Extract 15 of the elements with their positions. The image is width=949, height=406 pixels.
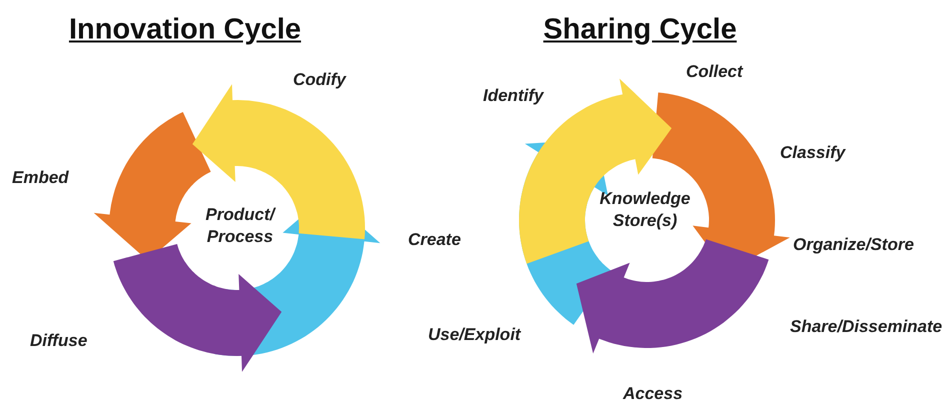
step-label: Create [408,230,461,250]
step-label: Diffuse [30,331,88,351]
step-label: Organize/Store [793,235,914,255]
step-label: Classify [780,143,846,163]
center-label: Knowledge Store(s) [590,188,700,232]
step-label: Collect [686,62,743,82]
cycle-title: Innovation Cycle [68,14,302,46]
step-label: Codify [293,70,346,90]
step-label: Identify [483,86,544,106]
step-label: Access [623,384,683,404]
center-label: Product/ Process [185,204,295,248]
step-label: Use/Exploit [428,325,521,345]
cycle-title: Sharing Cycle [543,14,737,46]
step-label: Share/Disseminate [790,317,942,337]
step-label: Embed [12,168,69,188]
